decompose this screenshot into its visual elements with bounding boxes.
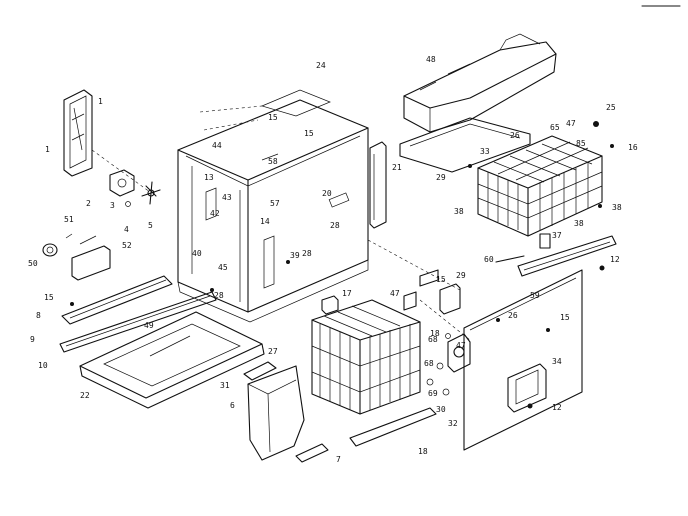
callout-labels: 1 1 2 3 4 5 6 7 8 9 10 12 12 13 14 15 15… [28,55,638,464]
callout: 40 [192,249,202,258]
callout: 68 [424,359,434,368]
part-bracket [243,361,277,381]
callout: 14 [260,217,270,226]
callout: 42 [210,209,220,218]
callout: 18 [418,447,428,456]
callout: 21 [392,163,402,172]
callout: 16 [628,143,638,152]
callout: 4 [124,225,129,234]
callout: 24 [316,61,326,70]
callout: 9 [30,335,35,344]
callout: 30 [436,405,446,414]
callout: 51 [64,215,74,224]
guide-line [419,299,471,341]
part-damper-bracket [42,233,111,281]
callout: 6 [230,401,235,410]
callout: 20 [322,189,332,198]
callout: 28 [330,221,340,230]
callout: 10 [38,361,48,370]
part-base-pan [79,311,265,409]
callout: 26 [510,131,520,140]
callout: 1 [45,145,50,154]
callout: 22 [80,391,90,400]
callout: 15 [560,313,570,322]
callout: 1 [98,97,103,106]
callout: 15 [304,129,314,138]
callout: 7 [336,455,341,464]
callout: 29 [456,271,466,280]
callout: 18 [430,329,440,338]
callout: 33 [480,147,490,156]
callout: 12 [610,255,620,264]
callout: 2 [86,199,91,208]
callout: 44 [212,141,222,150]
callout: 13 [204,173,214,182]
callout: 47 [390,289,400,298]
part-bottom-rail [349,407,437,447]
callout: 15 [44,293,54,302]
part-lower-wire-basket [311,299,421,415]
callout: 50 [28,259,38,268]
callout: 52 [122,241,132,250]
part-control-bracket [403,269,461,315]
part-duct-panel [63,89,93,177]
callout: 38 [612,203,622,212]
callout: 12 [552,403,562,412]
callout: 28 [302,249,312,258]
callout: 31 [220,381,230,390]
callout: 58 [268,157,278,166]
callout: 57 [270,199,280,208]
part-small-rail [295,443,329,463]
part-right-rail [517,233,617,277]
callout: 60 [484,255,494,264]
callout: 59 [530,291,540,300]
callout: 17 [342,289,352,298]
part-top-cover [403,33,557,133]
guide-line [367,239,461,291]
callout: 47 [566,119,576,128]
callout: 3 [110,201,115,210]
callout: 43 [222,193,232,202]
callout: 26 [508,311,518,320]
part-cabinet-liner [177,89,369,323]
callout: 5 [148,221,153,230]
callout: 39 [290,251,300,260]
callout: 25 [606,103,616,112]
part-crisper-bin [247,365,305,461]
callout: 49 [144,321,154,330]
callout: 29 [436,173,446,182]
part-upper-wire-basket [477,135,603,237]
callout: 38 [454,207,464,216]
callout: 8 [36,311,41,320]
callout: 38 [574,219,584,228]
part-drip-tray [399,117,531,173]
part-block [321,295,339,315]
callout: 69 [428,389,438,398]
callout: 15 [436,275,446,284]
part-side-rail [369,141,387,229]
part-thermostat-cluster [426,333,471,396]
callout: 68 [428,335,438,344]
callout: 47 [456,341,466,350]
callout: 45 [218,263,228,272]
callout: 27 [268,347,278,356]
callout: 34 [552,357,562,366]
part-rod [495,255,525,263]
callout: 28 [214,291,224,300]
screws [70,121,614,409]
callout: 85 [576,139,586,148]
callout: 32 [448,419,458,428]
callout: 48 [426,55,436,64]
callout: 65 [550,123,560,132]
part-fan-assembly [91,149,161,207]
callout: 15 [268,113,278,122]
part-base-rails [59,275,217,353]
callout: 37 [552,231,562,240]
part-back-panel [463,269,583,451]
